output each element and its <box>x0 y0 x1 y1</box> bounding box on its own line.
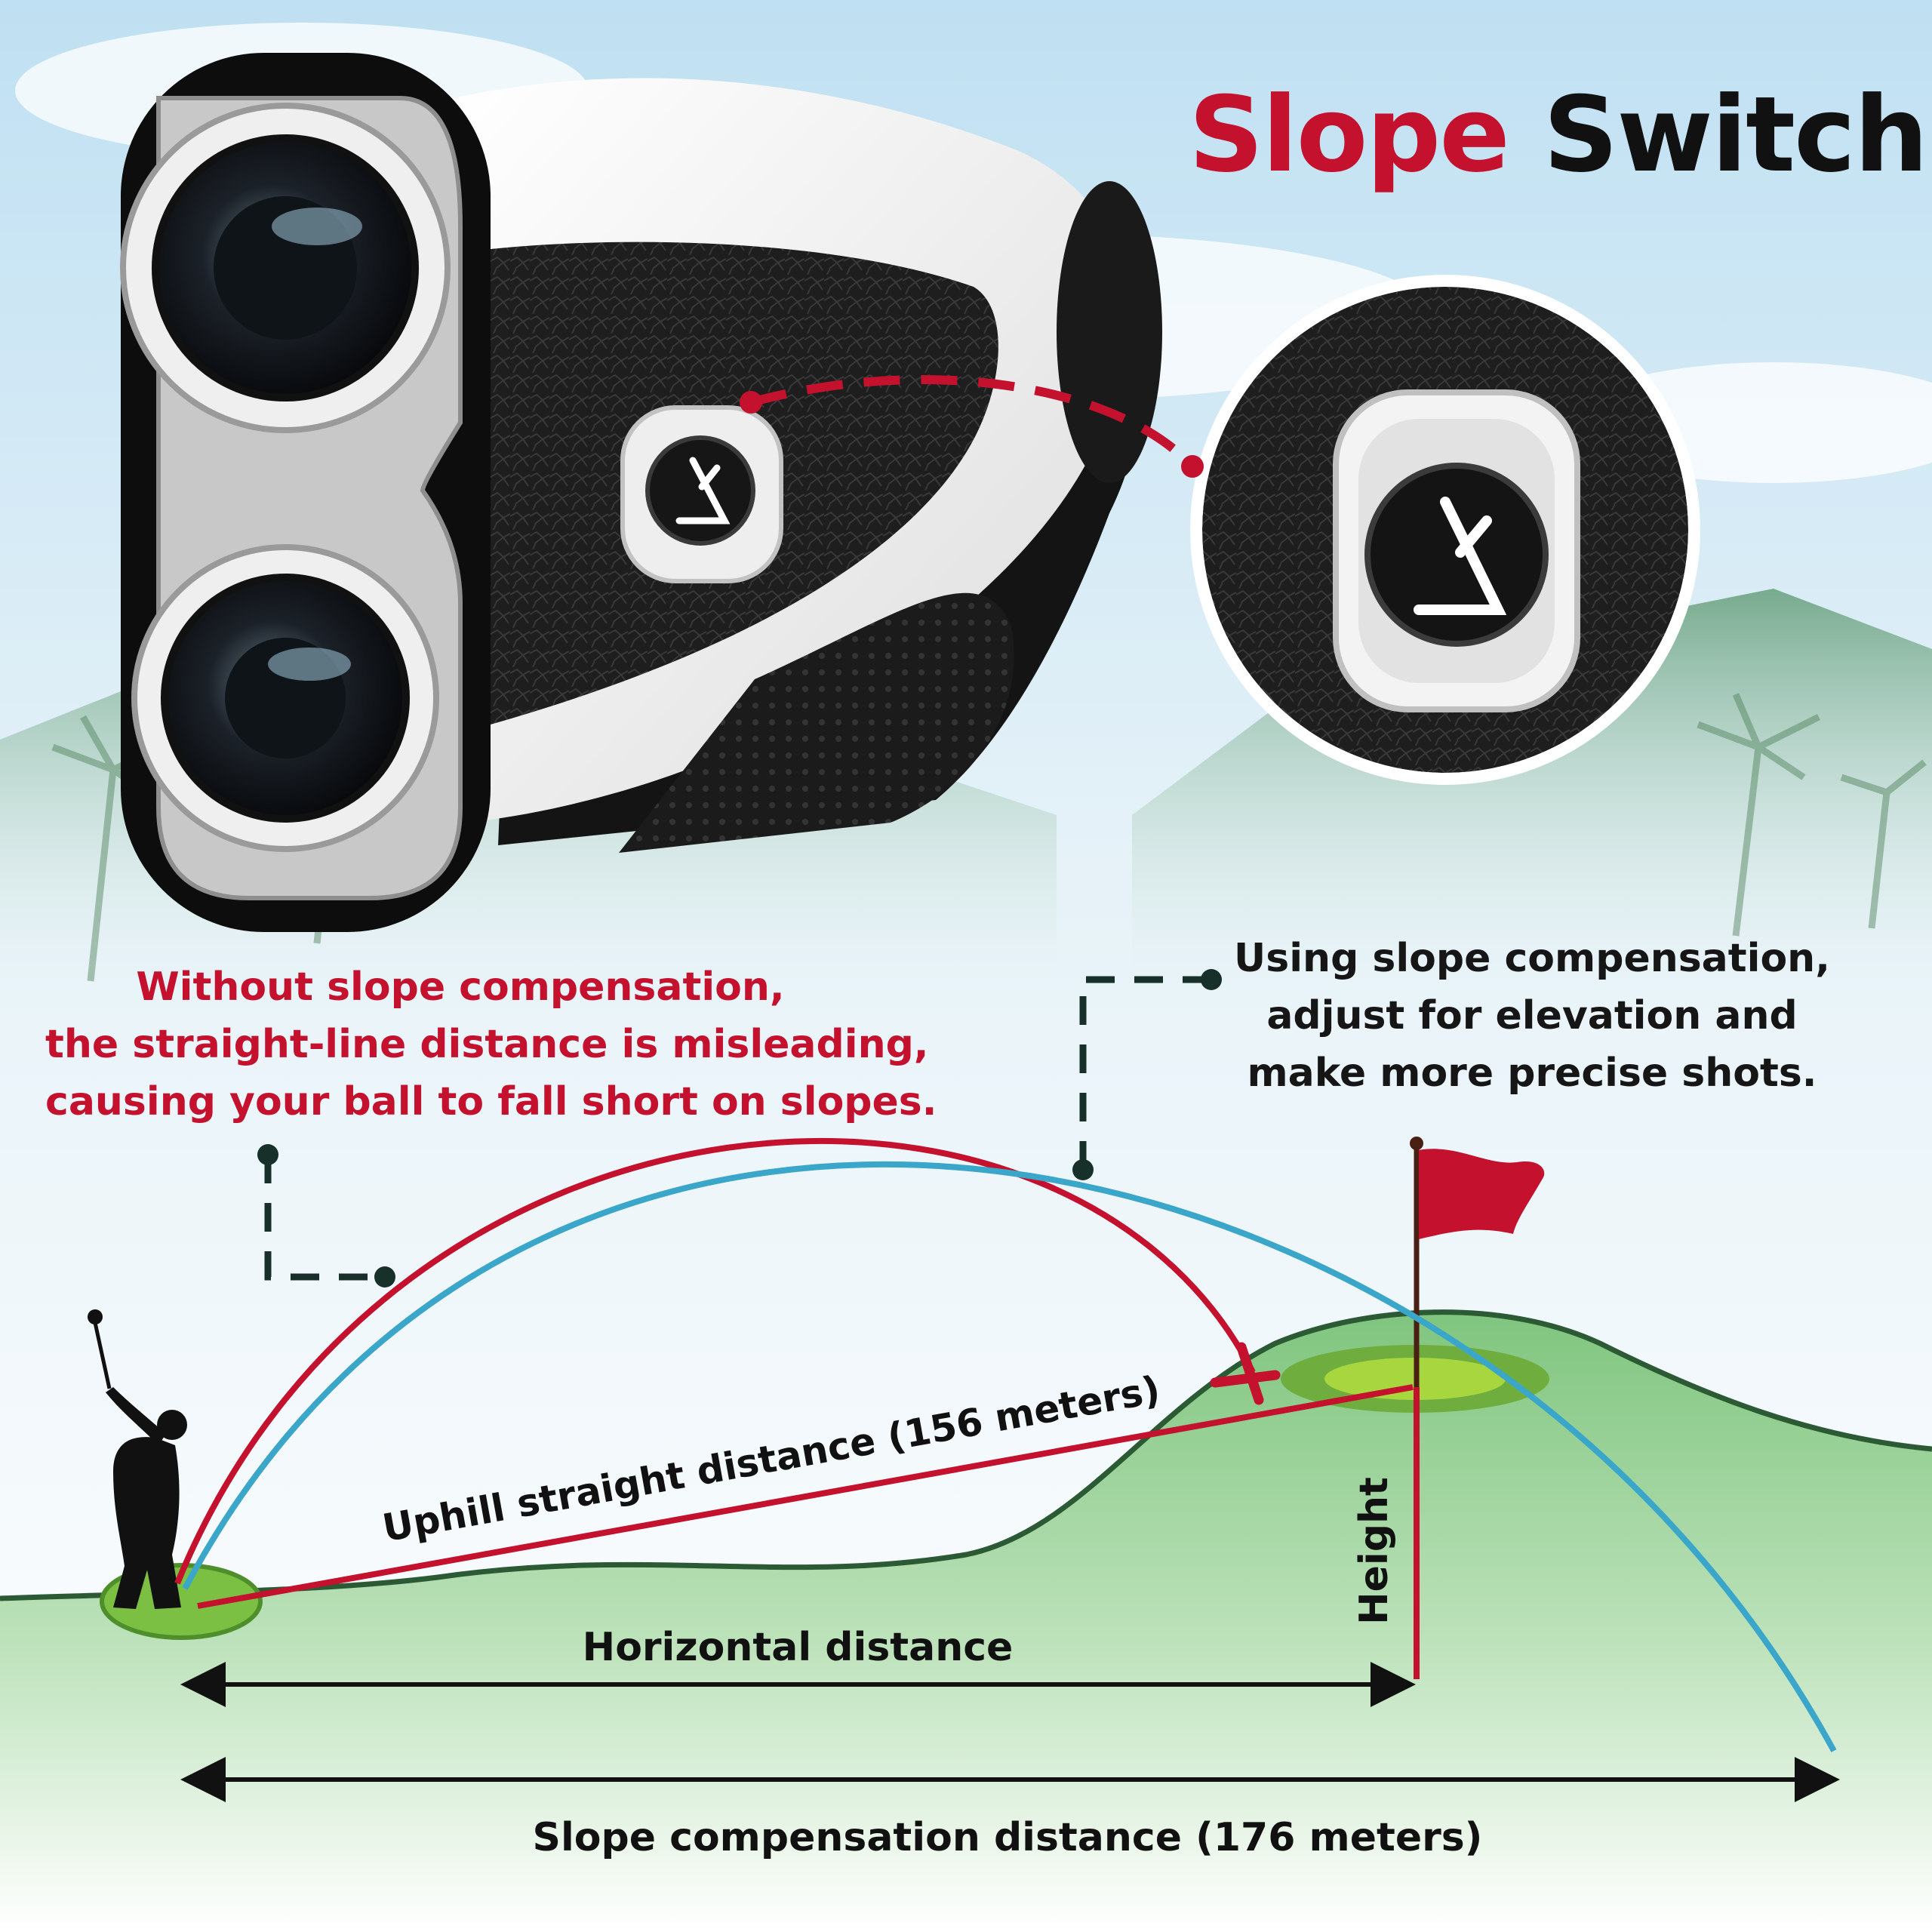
note-line: the straight-line distance is misleading… <box>45 1022 929 1067</box>
golfer-icon <box>88 1309 187 1609</box>
left-note-connector <box>264 1155 385 1281</box>
right-note-connector <box>1079 976 1211 1170</box>
short-landing-marker <box>1210 1342 1281 1405</box>
horizontal-distance-label: Horizontal distance <box>583 1625 1014 1670</box>
uphill-line <box>197 1384 1414 1609</box>
note-line: causing your ball to fall short on slope… <box>45 1079 937 1124</box>
with-slope-note: Using slope compensation, adjust for ele… <box>1208 930 1857 1102</box>
note-line: Without slope compensation, <box>136 964 785 1010</box>
without-slope-note: Without slope compensation, the straight… <box>45 958 937 1131</box>
mountain-range <box>0 589 1932 981</box>
slope-icon <box>675 457 731 525</box>
zoom-connector <box>740 375 1204 478</box>
slope-switch-zoom <box>1190 275 1700 785</box>
slope-icon <box>1414 497 1507 615</box>
note-line: adjust for elevation and <box>1266 993 1798 1038</box>
rangefinder-icon <box>120 53 1162 932</box>
note-line: Using slope compensation, <box>1234 936 1830 981</box>
slope-trajectory <box>182 1161 1837 1752</box>
eyepiece <box>1057 181 1162 483</box>
flag-icon <box>1410 1137 1545 1387</box>
title-word-slope: Slope <box>1189 74 1510 195</box>
slope-distance-label: Slope compensation distance (176 meters) <box>533 1815 1483 1860</box>
title-word-switch: Switch <box>1543 74 1928 195</box>
page-title: Slope Switch <box>1189 83 1928 187</box>
slope-switch-button <box>645 435 755 546</box>
note-line: make more precise shots. <box>1247 1051 1817 1096</box>
height-label: Height <box>1352 1477 1397 1625</box>
no-slope-trajectory <box>174 1137 1256 1585</box>
